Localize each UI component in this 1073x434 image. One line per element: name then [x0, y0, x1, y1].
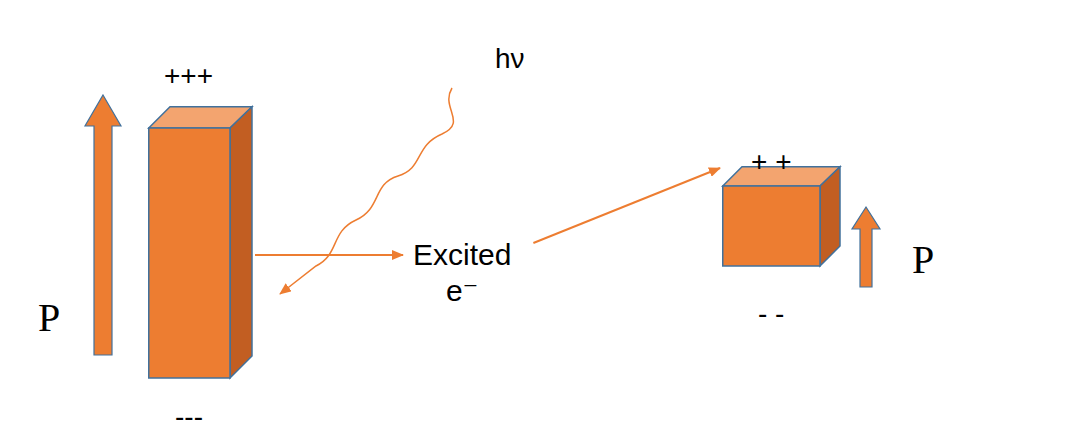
polarization-arrow [852, 207, 880, 287]
polarization-label: P [38, 296, 60, 340]
crystal-shape [148, 106, 253, 379]
charge-label: - - [758, 300, 784, 328]
crystal-block: +++--- [148, 106, 253, 379]
charge-label: +++ [164, 62, 213, 90]
charge-label: --- [175, 403, 203, 431]
edge-label: Excited e⁻ [411, 237, 513, 309]
crystal-block: + +- - [722, 166, 841, 267]
arrow-segment [255, 254, 403, 256]
crystal-shape [722, 166, 841, 267]
polarization-arrow [85, 95, 121, 355]
polarization-label: P [912, 238, 934, 282]
crystal-side-face [820, 167, 840, 266]
crystal-front-face [149, 128, 230, 378]
crystal-front-face [723, 186, 820, 266]
photon-label: hν [495, 44, 525, 75]
charge-label: + + [751, 148, 791, 176]
arrow-segment [533, 168, 720, 243]
crystal-side-face [230, 107, 252, 378]
